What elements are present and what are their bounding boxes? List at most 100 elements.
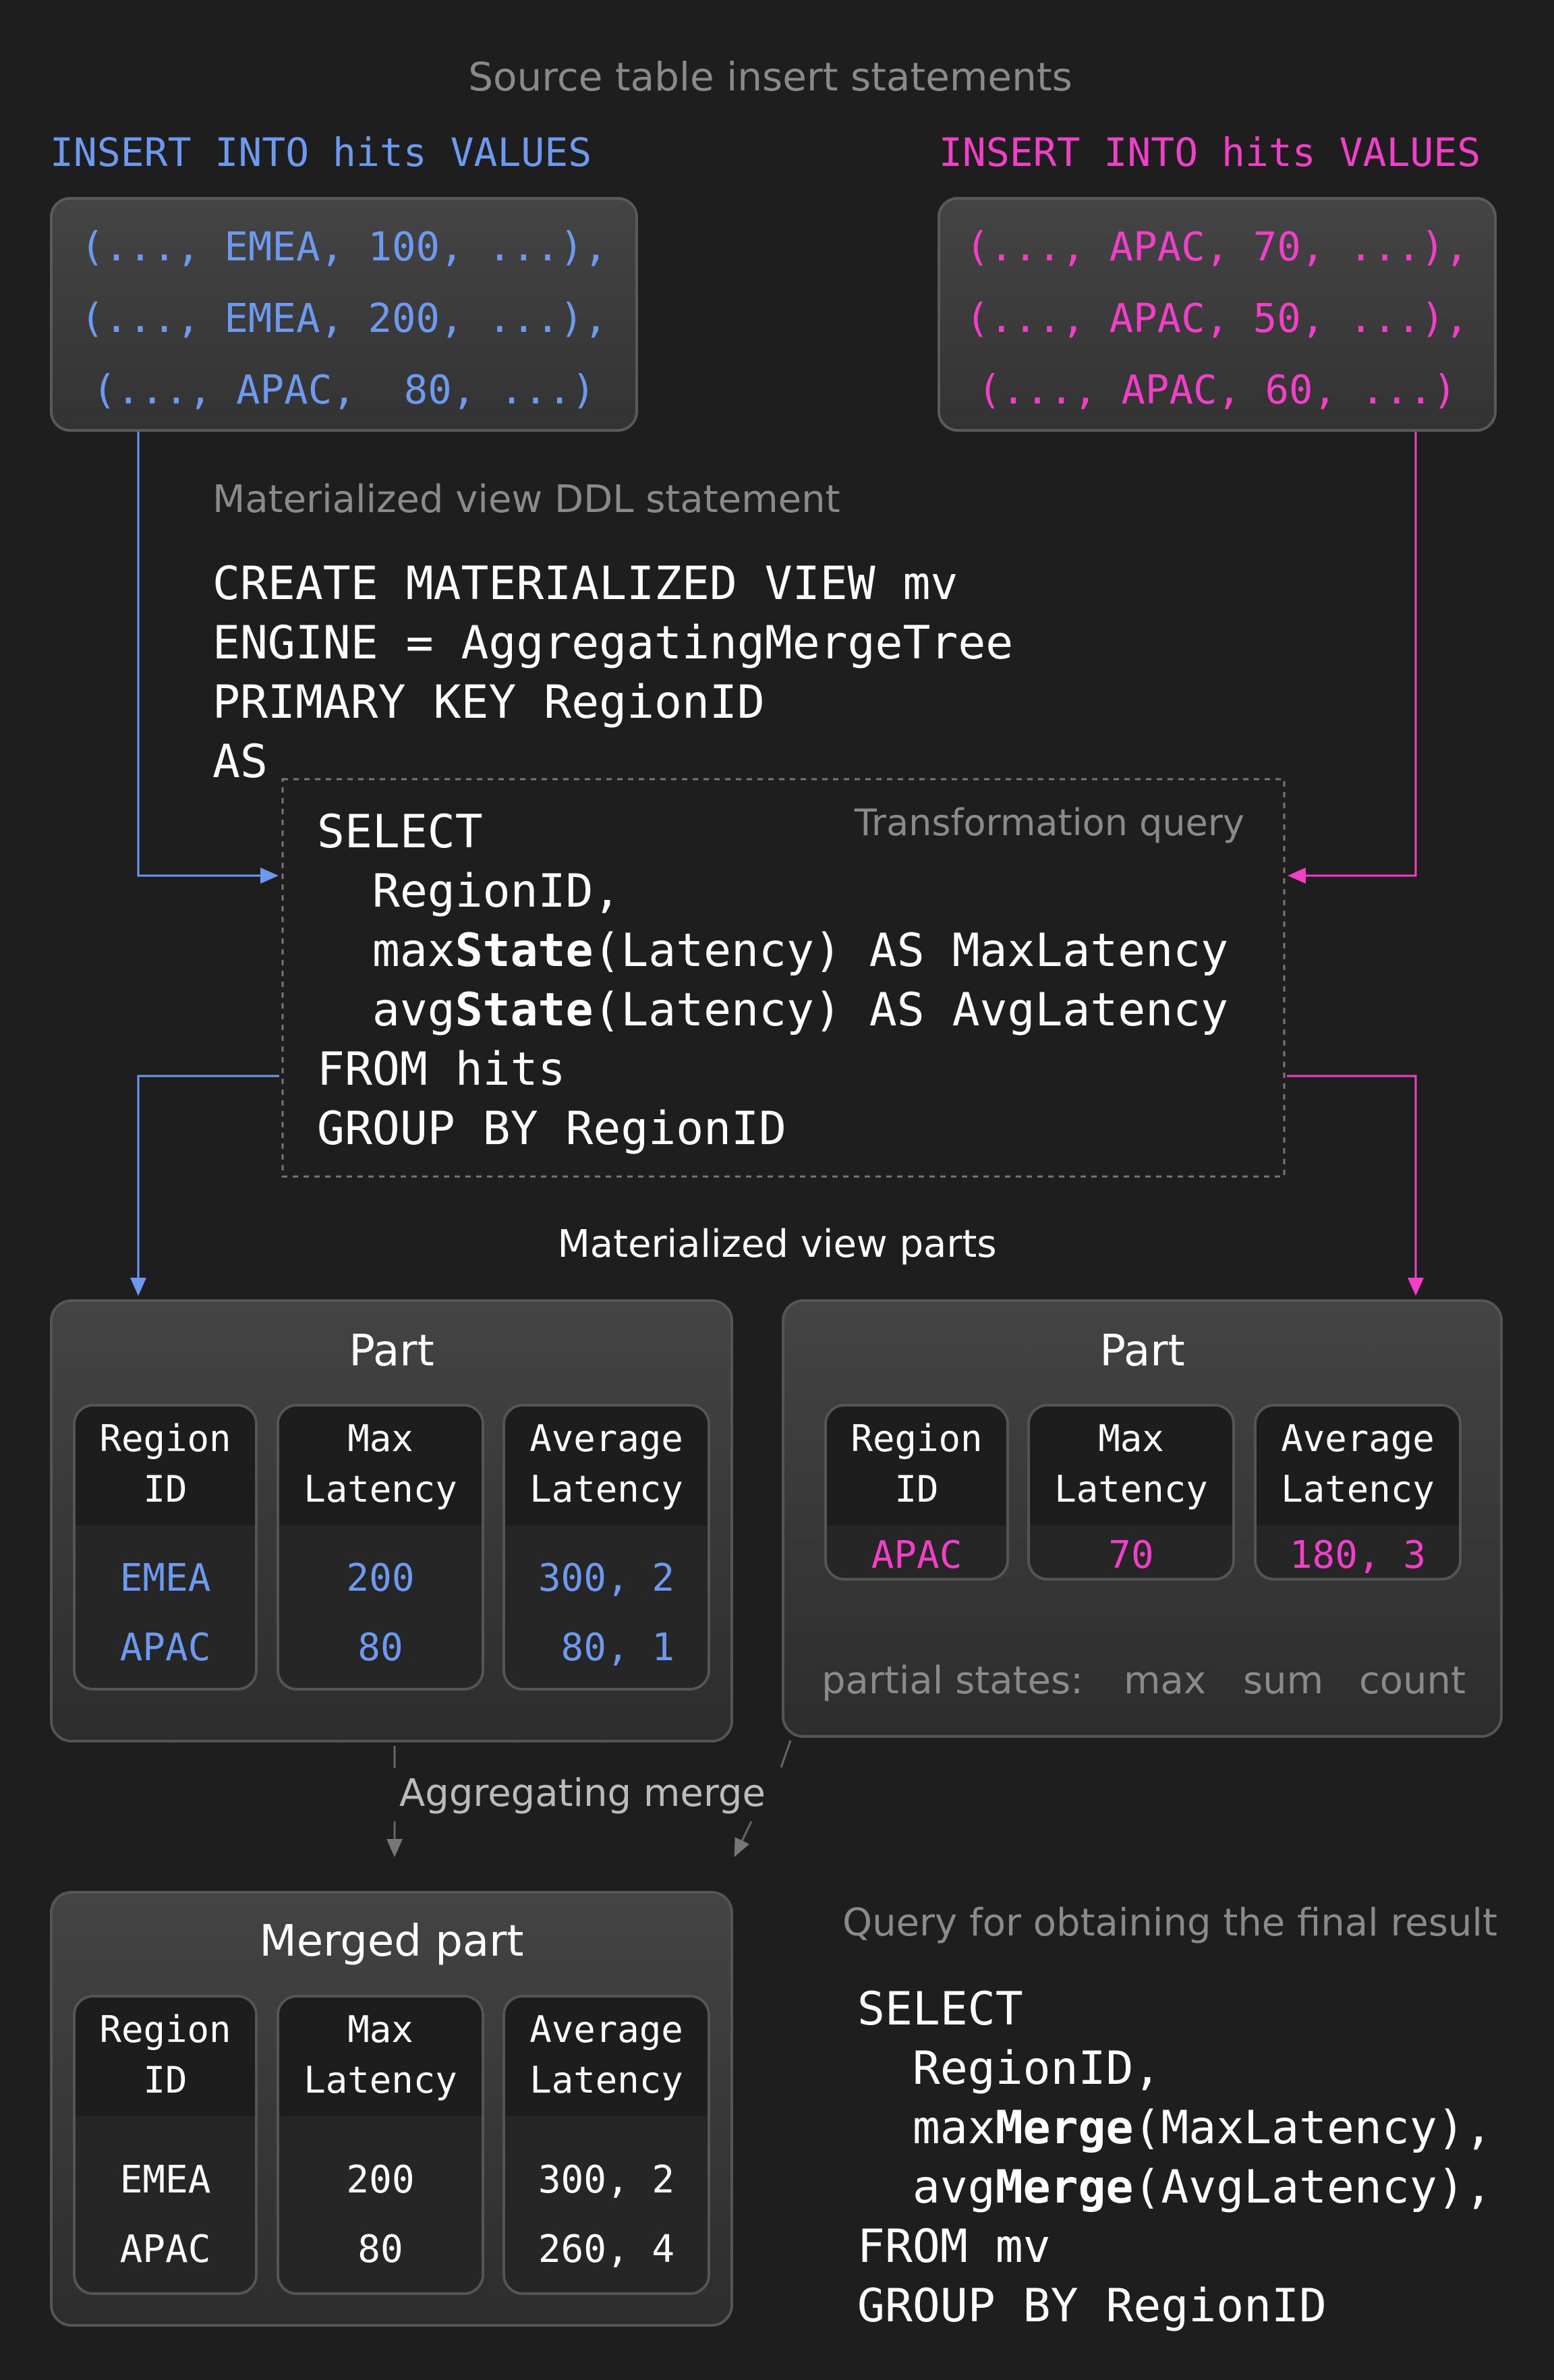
cell: 80, 1 [538,1626,675,1670]
cell: 200 [346,2158,415,2202]
final-query: SELECT RegionID, maxMerge(MaxLatency), a… [857,1980,1493,2336]
query-line: FROM mv [857,2220,1051,2273]
blue-arrow-to-part [130,1075,279,1296]
header-line: Average [529,2008,683,2051]
merge-arrow-right [734,1821,753,1857]
header-line: Max [1098,1417,1164,1460]
left-insert-values: (..., EMEA, 100, ...), (..., EMEA, 200, … [50,197,638,432]
ddl-statement: CREATE MATERIALIZED VIEW mv ENGINE = Aggr… [212,555,1013,792]
cell: 80 [357,1626,403,1670]
merge-line-right-top [780,1740,792,1768]
cell: 260, 4 [538,2228,675,2271]
code-text: max [857,2101,996,2155]
header-line: Latency [304,2059,457,2101]
header-line: Region [99,2008,231,2051]
insert-row: (..., APAC, 80, ...) [92,366,596,413]
ddl-line: ENGINE = AggregatingMergeTree [212,617,1014,670]
code-text: avg [317,984,455,1037]
insert-row: (..., APAC, 70, ...), [965,223,1469,270]
header-line: Region [851,1417,983,1460]
part-title: Part [349,1326,434,1376]
query-line: avgMerge(AvgLatency), [857,2158,1493,2217]
right-insert-values: (..., APAC, 70, ...), (..., APAC, 50, ..… [938,197,1497,432]
query-line: maxState(Latency) AS MaxLatency [317,922,1228,981]
cell: 80 [357,2228,403,2271]
code-bold: State [455,984,594,1037]
header-line: Latency [1281,1468,1435,1510]
cell: 300, 2 [538,2158,675,2202]
ddl-line: CREATE MATERIALIZED VIEW mv [212,557,958,611]
partial-state-sum: sum [1243,1659,1324,1703]
header-line: Max [347,1417,413,1460]
header-line: ID [143,2059,188,2101]
cell: APAC [119,2228,211,2271]
code-text: (Latency) AS MaxLatency [593,924,1229,978]
query-line: RegionID, [857,2042,1161,2095]
ddl-line: AS [212,735,268,789]
header-line: Max [347,2008,413,2051]
partial-state-count: count [1359,1659,1466,1703]
query-line: maxMerge(MaxLatency), [857,2099,1493,2158]
ddl-title: Materialized view DDL statement [212,478,840,521]
code-bold: Merge [995,2161,1134,2214]
ddl-line: PRIMARY KEY RegionID [212,676,765,729]
cell: EMEA [119,1556,211,1600]
code-bold: State [455,924,594,978]
header-line: Latency [1054,1468,1208,1510]
code-bold: Merge [995,2101,1134,2155]
cell: EMEA [119,2158,211,2202]
part-title: Merged part [259,1917,524,1966]
query-line: GROUP BY RegionID [857,2279,1327,2333]
code-text: (Latency) AS AvgLatency [593,984,1229,1037]
header-line: Average [1281,1417,1435,1460]
query-line: GROUP BY RegionID [317,1102,786,1156]
header-line: Latency [304,1468,457,1510]
cell: APAC [871,1533,962,1577]
pink-arrow-to-part [1287,1075,1424,1296]
header-line: Latency [529,1468,683,1510]
parts-title: Materialized view parts [557,1222,997,1266]
cell: 200 [346,1556,415,1600]
query-line: SELECT [317,805,483,859]
query-line: avgState(Latency) AS AvgLatency [317,981,1228,1040]
transformation-query-label: Transformation query [854,801,1244,844]
partial-state-max: max [1124,1659,1207,1703]
header-line: Region [99,1417,231,1460]
final-query-title: Query for obtaining the final result [842,1901,1497,1945]
cell: APAC [119,1626,211,1670]
header-line: ID [894,1468,939,1510]
right-insert-header: INSERT INTO hits VALUES [939,130,1481,175]
insert-row: (..., APAC, 60, ...) [977,366,1457,413]
aggregating-merge-label: Aggregating merge [399,1772,766,1815]
insert-row: (..., EMEA, 200, ...), [80,295,608,341]
pink-arrow-into-query [1288,431,1417,884]
source-title: Source table insert statements [468,54,1072,100]
insert-row: (..., APAC, 50, ...), [965,295,1469,341]
cell: 300, 2 [538,1556,675,1600]
insert-row: (..., EMEA, 100, ...), [80,223,608,270]
blue-arrow-into-query [137,431,279,884]
header-line: Latency [529,2059,683,2101]
code-text: max [317,924,455,978]
left-insert-header: INSERT INTO hits VALUES [50,130,592,175]
cell: 180, 3 [1289,1533,1427,1577]
header-line: Average [529,1417,683,1460]
